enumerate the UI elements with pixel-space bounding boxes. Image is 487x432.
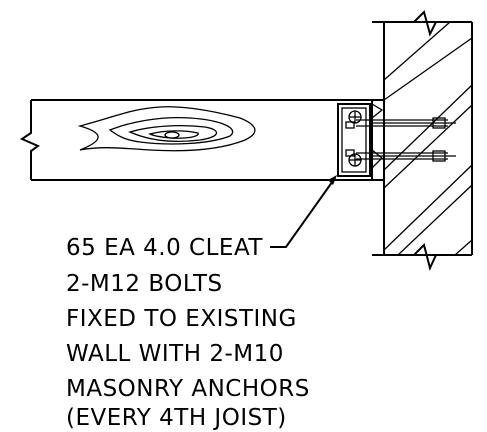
callout-note: 65 EA 4.0 CLEAT 2-M12 BOLTS FIXED TO EXI…	[66, 235, 310, 431]
timber-joist	[19, 99, 373, 181]
bolt-head-lower	[348, 153, 362, 167]
callout-line-6: (EVERY 4TH JOIST)	[66, 405, 287, 431]
wall-hatching	[383, 21, 473, 256]
callout-line-3: FIXED TO EXISTING	[66, 306, 297, 332]
wood-grain	[77, 106, 256, 152]
steel-cleat	[337, 99, 384, 181]
callout-line-4: WALL WITH 2-M10	[66, 341, 284, 367]
masonry-anchor-upper	[356, 117, 456, 129]
masonry-anchor-lower	[356, 150, 456, 162]
callout-line-1: 65 EA 4.0 CLEAT	[66, 235, 263, 261]
callout-line-5: MASONRY ANCHORS	[66, 376, 310, 402]
callout-line-2: 2-M12 BOLTS	[66, 271, 223, 297]
existing-wall	[372, 10, 473, 271]
callout-leader	[270, 175, 337, 248]
bolt-head-upper	[348, 110, 362, 124]
